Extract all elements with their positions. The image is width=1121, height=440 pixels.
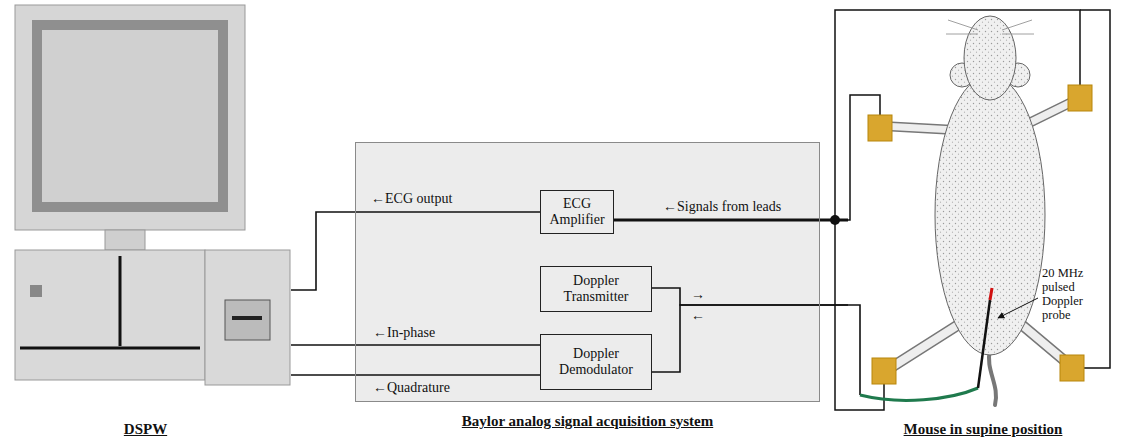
- mouse-head: [964, 16, 1016, 100]
- signal-label: ←Signals from leads: [662, 199, 782, 215]
- probe-cable: [848, 305, 860, 395]
- mouse-figure: [882, 16, 1080, 405]
- signal-wire: [614, 219, 848, 222]
- caption-heading: Baylor analog signal acquisition system: [356, 413, 819, 430]
- electrode-pad: [868, 115, 892, 141]
- caption-heading: Mouse in supine position: [848, 421, 1118, 438]
- lead-wire: [1080, 10, 1110, 368]
- electrode-pad: [1068, 85, 1092, 111]
- signal-label: ←: [690, 308, 706, 324]
- drive-bay: [225, 300, 270, 340]
- monitor-stand: [105, 230, 145, 250]
- leader-line: [998, 298, 1038, 318]
- probe-cable: [860, 388, 978, 400]
- signal-label: →: [690, 287, 706, 303]
- lead-wires: [835, 10, 1110, 410]
- lead-wire: [835, 95, 880, 220]
- box-label: ECG Amplifier: [545, 196, 609, 228]
- box-label: Doppler Demodulator: [545, 346, 647, 378]
- case-seam: [119, 256, 122, 346]
- process-box: ECG Amplifier: [540, 190, 614, 234]
- signal-label: ←In-phase: [372, 325, 436, 341]
- mouse-tail: [989, 350, 996, 405]
- box-label: Doppler Transmitter: [545, 273, 647, 305]
- process-box: Doppler Transmitter: [540, 266, 652, 312]
- electrode-pad: [872, 358, 896, 384]
- probe-tip: [990, 288, 992, 300]
- whiskers: [946, 20, 1034, 34]
- signal-wire: [291, 212, 540, 290]
- monitor-frame: [32, 20, 228, 212]
- computer-tower: [205, 250, 290, 385]
- caption-heading: DSPW: [0, 421, 291, 438]
- panel-ground: [355, 142, 820, 402]
- signal-wire: [291, 344, 540, 346]
- doppler-probe: [978, 300, 990, 388]
- case-seam: [20, 347, 200, 350]
- signal-label: ←Quadrature: [372, 380, 451, 396]
- electrode-pad: [1060, 355, 1084, 381]
- signal-wire: [652, 305, 848, 372]
- monitor-case: [15, 5, 245, 230]
- computer-icon: [15, 5, 290, 385]
- monitor-screen: [42, 30, 218, 202]
- electrode-pads: [868, 85, 1092, 384]
- power-button: [30, 285, 42, 297]
- mouse-body: [935, 75, 1045, 355]
- process-box: Doppler Demodulator: [540, 334, 652, 390]
- signal-label: ←ECG output: [370, 191, 453, 207]
- part-label: 20 MHz pulsed Doppler probe: [1042, 266, 1100, 322]
- signal-wire: [652, 288, 848, 305]
- computer-node: DSPW: [0, 0, 291, 440]
- computer-base: [15, 250, 205, 380]
- signal-wire: [291, 374, 540, 376]
- system-box: Baylor analog signal acquisition systemE…: [355, 142, 820, 402]
- drive-slot: [232, 316, 262, 320]
- mouse-node: Mouse in supine position: [848, 0, 1118, 440]
